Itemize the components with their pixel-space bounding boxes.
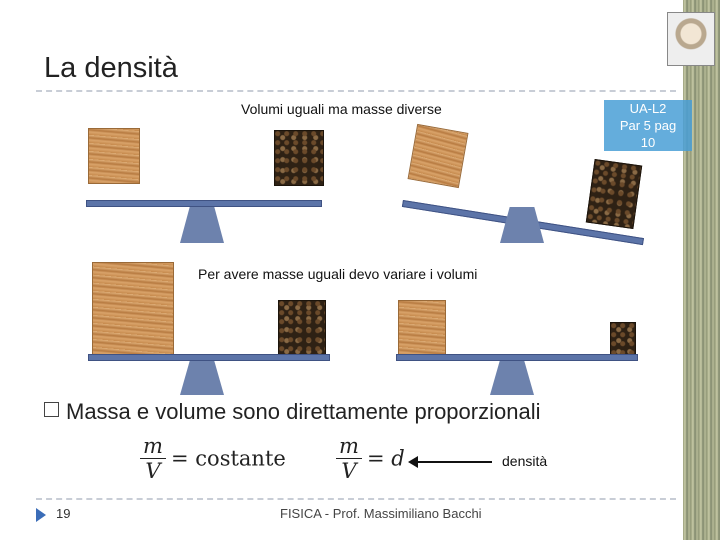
footer-divider — [36, 498, 676, 500]
caption-equal-volumes: Volumi uguali ma masse diverse — [241, 101, 442, 117]
fraction: m V — [140, 434, 166, 483]
soil-block — [274, 130, 324, 186]
soil-block-small — [610, 322, 636, 356]
fraction: m V — [336, 434, 362, 483]
reference-line-2: Par 5 pag — [619, 118, 677, 133]
formula-constant: m V = costante — [140, 434, 286, 483]
page-marker-icon — [36, 508, 46, 522]
density-label: densità — [502, 453, 548, 469]
balance-fulcrum-2 — [500, 207, 544, 243]
page-number: 19 — [56, 506, 71, 521]
formula-rhs: = costante — [171, 446, 286, 471]
arrow-line — [412, 461, 492, 463]
portrait-icon — [667, 12, 715, 66]
balance-fulcrum — [180, 361, 224, 395]
balance-beam-level — [86, 200, 322, 207]
balance-fulcrum — [180, 207, 224, 243]
balance-beam-level — [88, 354, 330, 361]
fraction-denominator: V — [341, 459, 357, 483]
formula-rhs: = d — [367, 446, 405, 471]
balance-beam-level — [396, 354, 638, 361]
balance-fulcrum — [490, 361, 534, 395]
fraction-numerator: m — [140, 434, 166, 459]
fraction-numerator: m — [336, 434, 362, 459]
bullet-box-icon — [44, 402, 59, 417]
wood-block — [398, 300, 446, 356]
reference-line-1: UA-L2 — [629, 101, 667, 116]
fraction-denominator: V — [145, 459, 161, 483]
soil-block — [278, 300, 326, 356]
formula-density: m V = d — [336, 434, 405, 483]
title-divider — [36, 90, 676, 92]
footer-author: FISICA - Prof. Massimiliano Bacchi — [280, 506, 482, 521]
caption-equal-masses: Per avere masse uguali devo variare i vo… — [198, 266, 478, 282]
reference-line-3: 10 — [640, 135, 656, 150]
wood-block-tilted — [407, 123, 469, 189]
soil-block-tilted — [585, 158, 643, 230]
bullet-text: Massa e volume sono direttamente proporz… — [66, 399, 541, 424]
arrow-left-icon — [408, 456, 418, 468]
decorative-side-strip — [683, 0, 720, 540]
reference-badge: UA-L2 Par 5 pag 10 — [604, 100, 692, 151]
wood-block-large — [92, 262, 174, 356]
wood-block — [88, 128, 140, 184]
slide-title: La densità — [44, 52, 178, 84]
bullet-proportionality: Massa e volume sono direttamente proporz… — [44, 399, 540, 425]
